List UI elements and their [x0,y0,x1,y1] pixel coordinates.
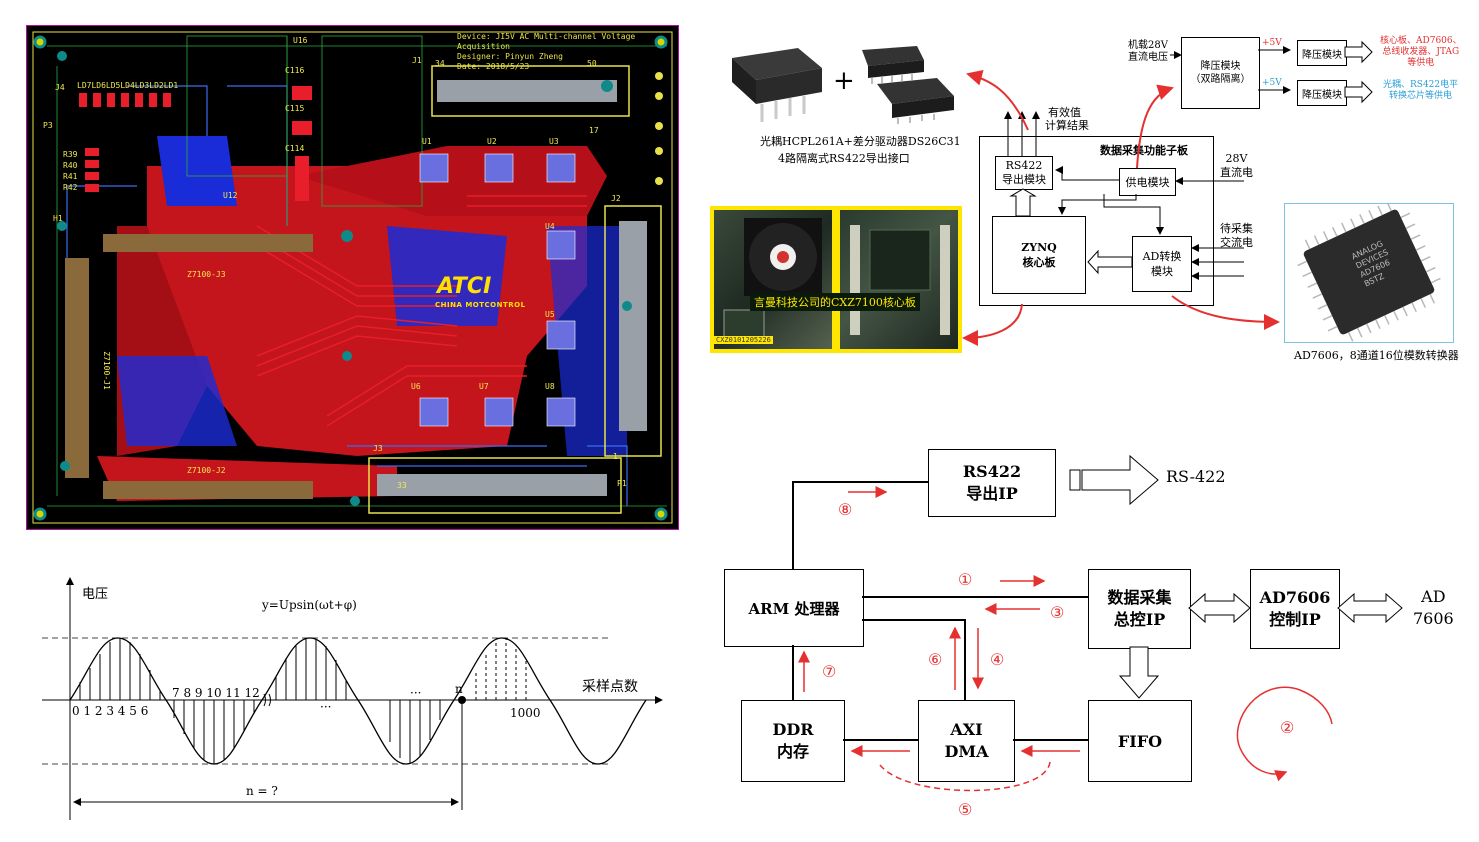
step-8-badge: ⑧ [838,500,852,519]
step-6-badge: ⑥ [928,650,942,669]
step-5-badge: ⑤ [958,800,972,819]
step-4-badge: ④ [990,650,1004,669]
step-3-badge: ③ [1050,603,1064,622]
step-2-badge: ② [1280,718,1294,737]
step-1-badge: ① [958,570,972,589]
step-7-badge: ⑦ [822,662,836,681]
